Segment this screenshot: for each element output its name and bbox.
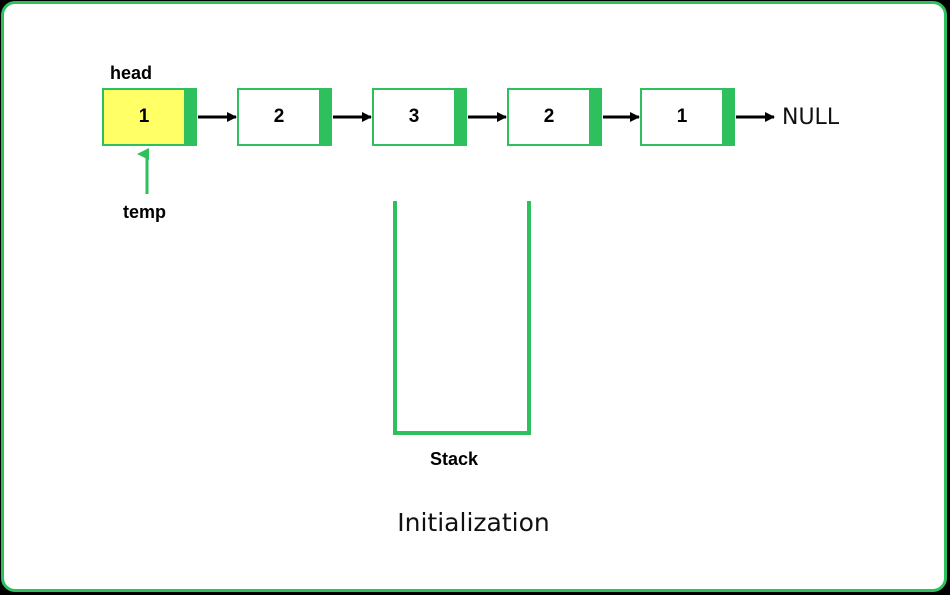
null-label: NULL [782, 105, 840, 130]
node-next-pointer [722, 88, 735, 146]
temp-label: temp [123, 202, 167, 222]
head-label: head [110, 63, 153, 83]
node-value: 2 [237, 88, 321, 146]
stack-label: Stack [430, 449, 479, 469]
stack-container [393, 201, 531, 435]
node-next-pointer [184, 88, 197, 146]
node-next-pointer [454, 88, 467, 146]
diagram-title: Initialization [397, 508, 550, 537]
node-value: 1 [102, 88, 186, 146]
node-next-pointer [319, 88, 332, 146]
node-next-pointer [589, 88, 602, 146]
node-value: 1 [640, 88, 724, 146]
node-value: 2 [507, 88, 591, 146]
node-value: 3 [372, 88, 456, 146]
